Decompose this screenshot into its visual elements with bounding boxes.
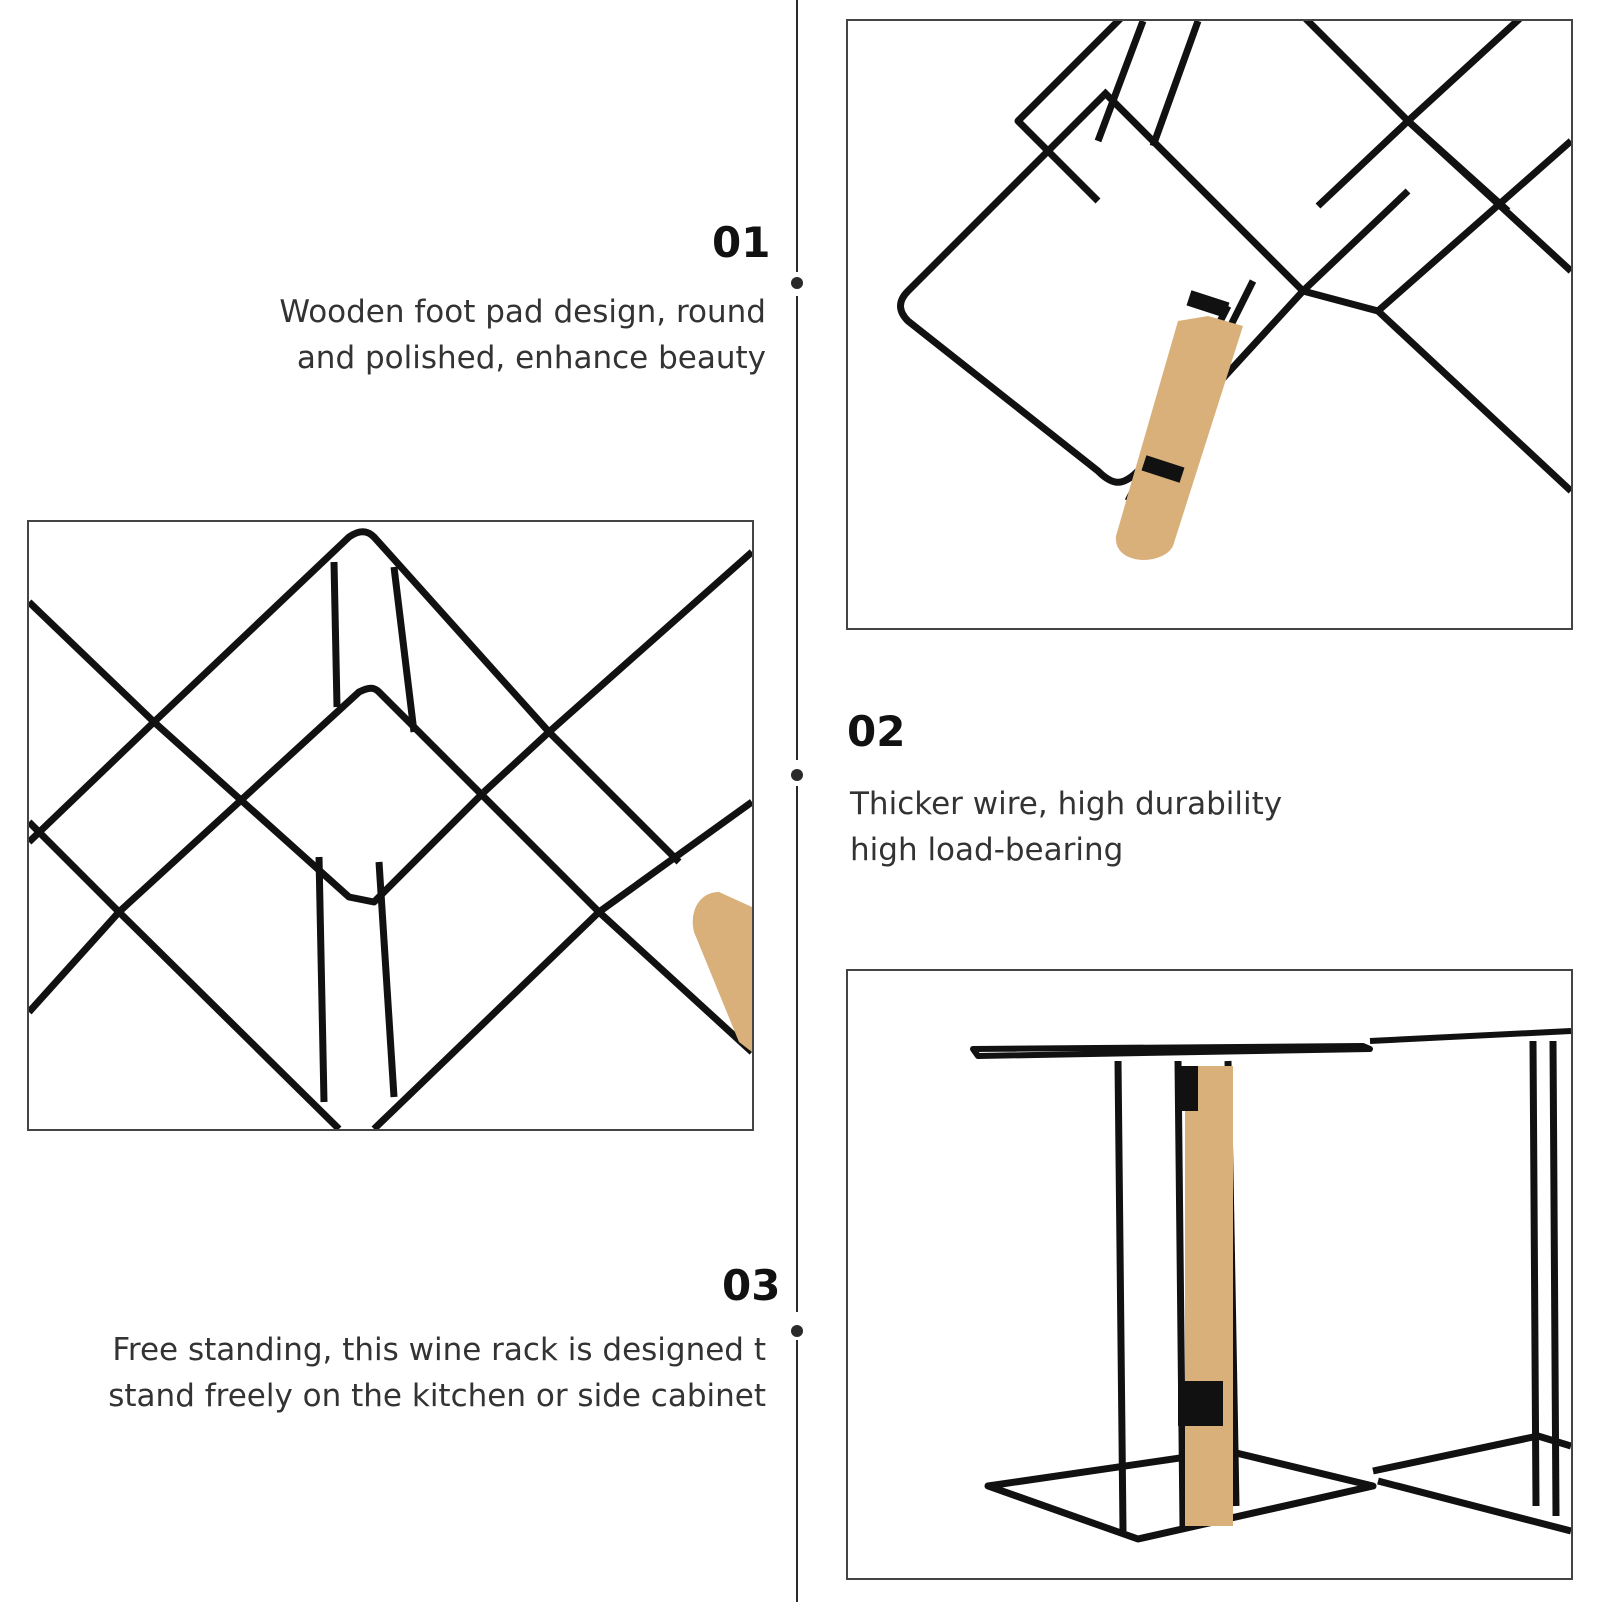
feature-line: high load-bearing: [850, 832, 1124, 868]
timeline-line: [796, 1340, 798, 1602]
feature-number-3: 03: [722, 1261, 781, 1310]
timeline-line: [796, 0, 798, 272]
timeline-line: [796, 296, 798, 760]
feature-line: Free standing, this wine rack is designe…: [112, 1332, 766, 1368]
wire-rack-diamond-grid-photo: [27, 520, 754, 1131]
feature-line: and polished, enhance beauty: [296, 340, 766, 376]
feature-line: Thicker wire, high durability: [850, 786, 1283, 822]
feature-line: stand freely on the kitchen or side cabi…: [108, 1378, 766, 1414]
feature-number-2: 02: [847, 707, 906, 756]
wire-rack-with-wooden-foot-photo: [846, 19, 1573, 630]
feature-description-2: Thicker wire, high durability high load-…: [850, 781, 1282, 873]
wire-rack-diamond-grid-icon: [29, 528, 752, 1129]
wire-rack-side-view-icon: [970, 1028, 1571, 1543]
wire-rack-side-view-photo: [846, 969, 1573, 1580]
feature-description-1: Wooden foot pad design, round and polish…: [279, 289, 766, 381]
timeline-line: [796, 786, 798, 1312]
feature-number-1: 01: [712, 218, 771, 267]
timeline-dot-1: [791, 277, 803, 289]
timeline-dot-3: [791, 1325, 803, 1337]
timeline-dot-2: [791, 769, 803, 781]
feature-description-3: Free standing, this wine rack is designe…: [108, 1327, 766, 1419]
wire-rack-with-wooden-foot-icon: [897, 21, 1571, 560]
feature-line: Wooden foot pad design, round: [279, 294, 766, 330]
